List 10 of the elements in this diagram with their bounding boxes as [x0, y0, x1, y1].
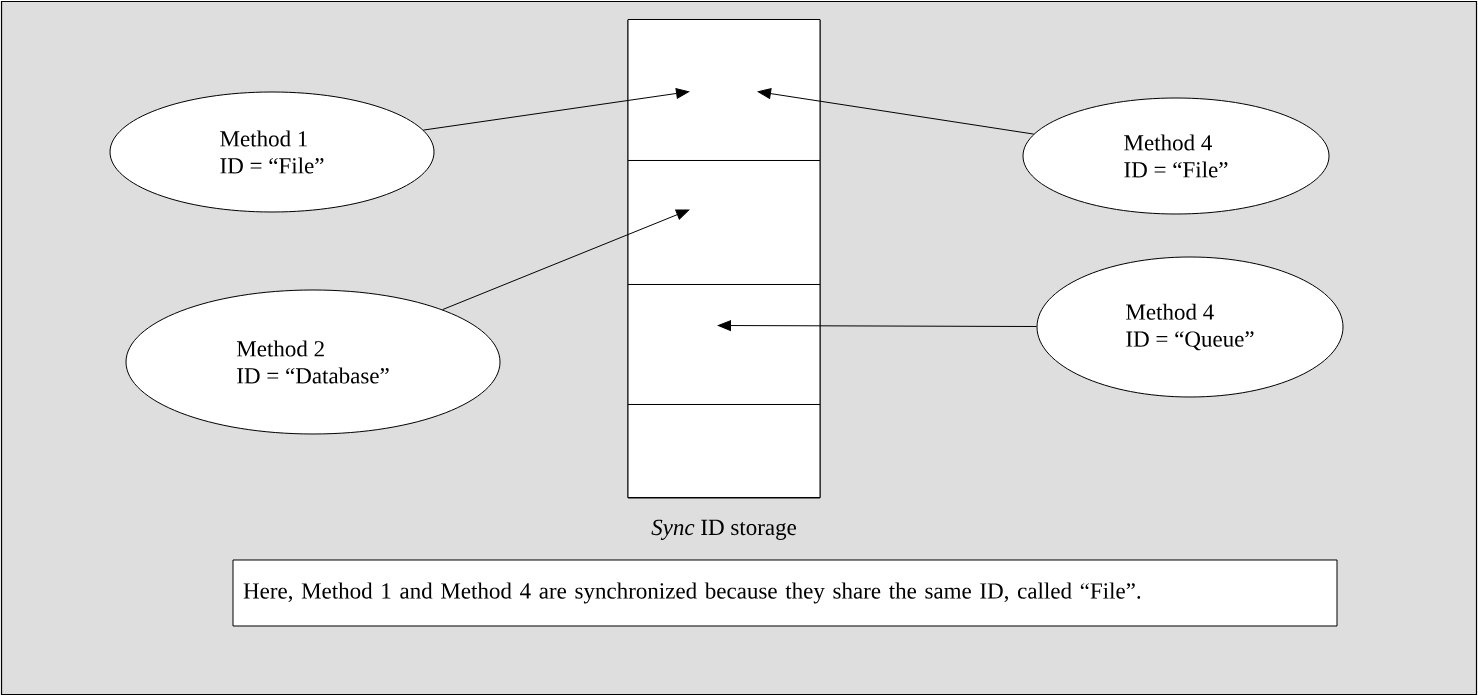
storage-slot	[627, 19, 821, 161]
storage-slot	[627, 404, 821, 498]
storage-slot	[627, 284, 821, 405]
arrow	[757, 88, 1035, 135]
arrow	[442, 209, 690, 311]
storage-label: Sync ID storage	[651, 519, 796, 540]
storage-slot	[627, 160, 821, 285]
note-box: Here, Method 1 and Method 4 are synchronized because they share the same ID, called “File”.	[232, 559, 1338, 627]
arrow	[422, 88, 690, 131]
arrow	[717, 320, 1037, 331]
